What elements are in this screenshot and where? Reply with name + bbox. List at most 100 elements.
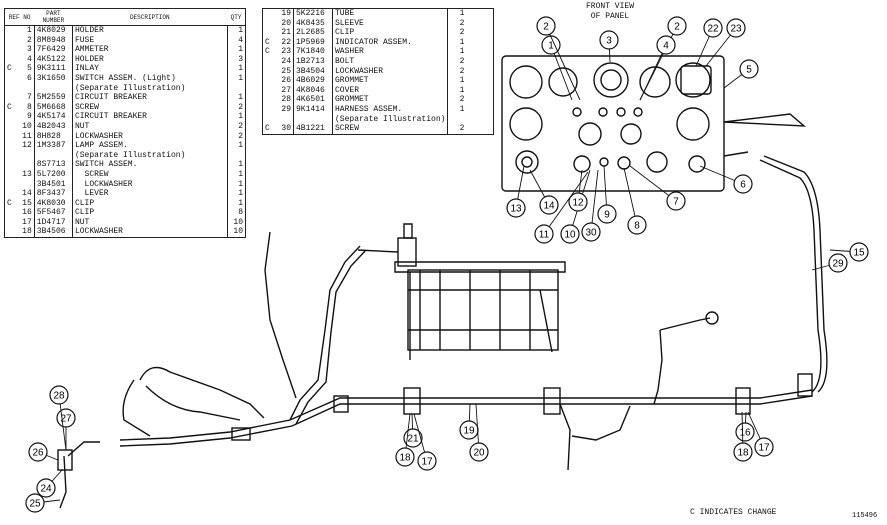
part-description: INDICATOR ASSEM. xyxy=(332,37,449,48)
callout-leader xyxy=(545,25,581,101)
callout-circle xyxy=(36,478,56,498)
callout-circle xyxy=(739,59,759,79)
part-quantity: 2 xyxy=(459,56,465,66)
change-flag: C xyxy=(265,47,270,57)
change-flag xyxy=(5,218,16,228)
callout-label: 9 xyxy=(604,210,610,221)
part-number: 4K8030 xyxy=(34,198,73,209)
part-quantity: 2 xyxy=(238,121,243,131)
callout-circle xyxy=(539,195,559,215)
panel-caption-line1: FRONT VIEW xyxy=(586,2,635,11)
ref-number xyxy=(16,179,35,190)
change-flag xyxy=(5,151,16,161)
callout-circle xyxy=(754,437,774,457)
part-quantity xyxy=(448,115,467,125)
parts-table-left: REF NO PART NUMBER DESCRIPTION QTY 1 4K80… xyxy=(4,8,246,239)
callout-circle xyxy=(667,16,687,36)
part-quantity: 3 xyxy=(238,54,243,64)
callout-circle xyxy=(627,215,647,235)
part-description: (Separate Illustration) xyxy=(72,83,228,94)
callout-leader xyxy=(590,169,599,233)
change-flag: C xyxy=(265,37,270,47)
change-note: C INDICATES CHANGE xyxy=(690,508,777,517)
ref-number: 17 xyxy=(16,217,35,228)
change-flag xyxy=(263,28,275,38)
part-number: 4K6501 xyxy=(293,95,333,105)
panel-caption-line2: OF PANEL xyxy=(590,12,630,21)
ref-number: 9 xyxy=(16,112,35,122)
callout-label: 2 xyxy=(543,22,549,33)
callout-label: 27 xyxy=(60,414,72,425)
part-number: 5K2216 xyxy=(293,9,333,19)
ref-number: 6 xyxy=(16,73,35,84)
part-quantity: 2 xyxy=(238,102,243,112)
ref-number: 4 xyxy=(16,54,35,65)
callout-label: 5 xyxy=(746,65,752,76)
part-quantity: 1 xyxy=(238,73,243,83)
part-quantity: 1 xyxy=(238,160,243,170)
callout-leader xyxy=(629,165,677,202)
callout-circle xyxy=(703,18,723,38)
callout-label: 14 xyxy=(543,201,555,212)
callout-label: 13 xyxy=(510,204,522,215)
change-flag xyxy=(5,74,16,84)
figure-id: 115496 xyxy=(852,512,878,520)
part-description: LEVER xyxy=(72,189,228,199)
part-number xyxy=(34,150,73,161)
part-number: 4B1221 xyxy=(293,124,333,134)
part-number: 7K1840 xyxy=(293,47,333,57)
part-quantity: 1 xyxy=(238,179,243,189)
change-flag xyxy=(5,122,16,132)
part-description: CLIP xyxy=(72,208,228,218)
ref-number xyxy=(275,114,294,125)
ref-number xyxy=(16,83,35,94)
part-description: (Separate Illustration) xyxy=(72,150,228,161)
ref-number: 25 xyxy=(275,66,294,77)
header-part-number: PART NUMBER xyxy=(34,9,73,26)
change-flag xyxy=(5,160,16,170)
table-row: (Separate Illustration) xyxy=(5,150,245,161)
header-ref-no: REF NO xyxy=(5,9,35,26)
ref-number xyxy=(16,150,35,161)
ref-number: 5 xyxy=(16,64,35,74)
change-flag xyxy=(263,19,275,29)
callout-circle xyxy=(828,253,848,273)
callout-label: 11 xyxy=(539,230,550,241)
change-flag xyxy=(5,141,16,151)
ref-number: 14 xyxy=(16,189,35,199)
callout-circle xyxy=(656,35,676,55)
ref-number: 23 xyxy=(275,47,294,57)
part-description: HOLDER xyxy=(72,54,228,65)
part-quantity: 1 xyxy=(238,93,243,103)
part-description: LAMP ASSEM. xyxy=(72,141,228,151)
part-number: 4B6029 xyxy=(293,76,333,86)
header-qty: QTY xyxy=(227,9,245,26)
callout-label: 28 xyxy=(53,391,65,402)
part-description: SWITCH ASSEM. xyxy=(72,160,228,170)
callout-circle xyxy=(599,30,619,50)
callout-label: 29 xyxy=(832,259,844,270)
callout-label: 22 xyxy=(707,24,719,35)
table-row: (Separate Illustration) xyxy=(263,114,467,125)
part-number: 2L2685 xyxy=(293,28,333,38)
part-quantity: 1 xyxy=(238,198,243,208)
callout-circle xyxy=(536,16,556,36)
header-description: DESCRIPTION xyxy=(72,9,228,26)
callout-label: 17 xyxy=(758,443,770,454)
callout-circle xyxy=(849,242,869,262)
